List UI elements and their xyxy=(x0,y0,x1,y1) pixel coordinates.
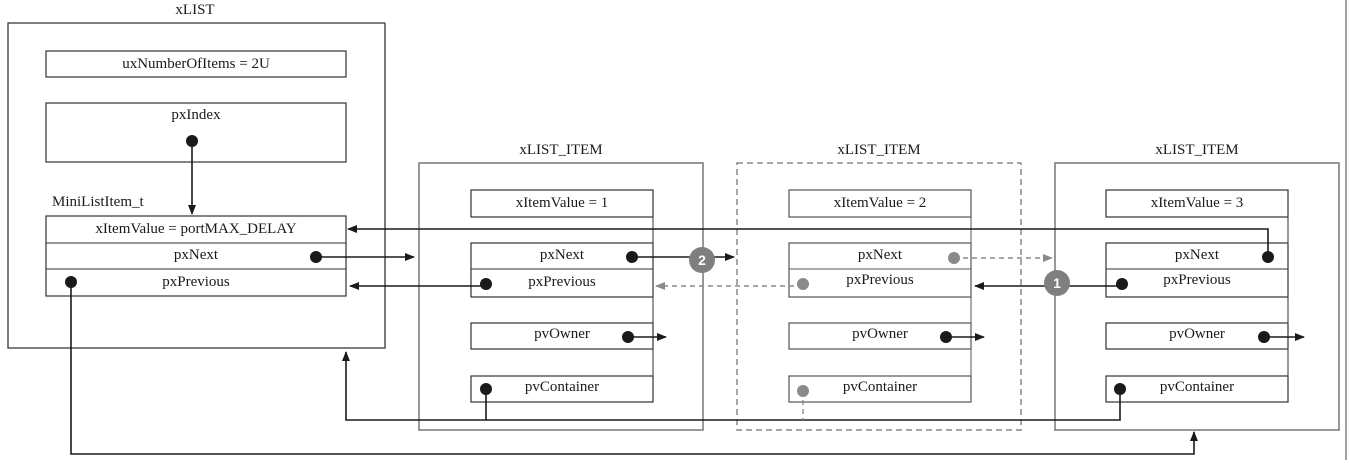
mini-previous-link xyxy=(70,282,1198,455)
step-badge-1 xyxy=(1044,270,1070,296)
step-badge-2-label: 2 xyxy=(698,252,706,268)
item2-container-box xyxy=(788,375,972,403)
item2-container: pvContainer xyxy=(842,379,918,395)
item2-owner: pvOwner xyxy=(852,326,908,342)
xlist-frame xyxy=(7,22,386,349)
item3-owner: pvOwner xyxy=(1169,326,1225,342)
item3-value-box xyxy=(1105,189,1289,218)
item1-owner: pvOwner xyxy=(534,326,590,342)
item3-container-link xyxy=(486,389,1121,421)
item2-owner-box xyxy=(788,322,972,350)
item2-links-box xyxy=(788,242,972,298)
item1-previous: pxPrevious xyxy=(528,274,596,290)
item3-container: pvContainer xyxy=(1159,379,1235,395)
item3-next: pxNext xyxy=(1174,247,1220,263)
item1-previous-dot xyxy=(480,278,492,290)
item1-owner-box xyxy=(470,322,654,350)
item3-title: xLIST_ITEM xyxy=(1155,142,1239,158)
item2-next: pxNext xyxy=(857,247,903,263)
item2-value-box xyxy=(788,189,972,218)
item2-previous: pxPrevious xyxy=(846,272,914,288)
item3-links-box xyxy=(1105,242,1289,298)
px-index-box xyxy=(45,102,347,163)
item3-frame xyxy=(1054,162,1340,431)
item3-previous-dot xyxy=(1116,278,1128,290)
item1-container-link xyxy=(342,351,487,421)
item1-container: pvContainer xyxy=(524,379,600,395)
px-index-label: pxIndex xyxy=(171,107,221,123)
step-badge-2 xyxy=(689,247,715,273)
mini-next-label: pxNext xyxy=(173,247,219,263)
item2-frame xyxy=(736,162,1022,431)
item1-next: pxNext xyxy=(539,247,585,263)
item3-next-link xyxy=(347,225,1269,257)
item1-value: xItemValue = 1 xyxy=(515,195,609,211)
item1-container-box xyxy=(470,375,654,403)
xlist-title: xLIST xyxy=(175,2,215,18)
item1-value-box xyxy=(470,189,654,218)
item1-title: xLIST_ITEM xyxy=(519,142,603,158)
item1-links-box xyxy=(470,242,654,298)
item3-previous: pxPrevious xyxy=(1163,272,1231,288)
number-of-items-label: uxNumberOfItems = 2U xyxy=(122,56,270,72)
item3-container-box xyxy=(1105,375,1289,403)
item3-value: xItemValue = 3 xyxy=(1150,195,1244,211)
item1-frame xyxy=(418,162,704,431)
mini-list-item-title: MiniListItem_t xyxy=(52,194,144,210)
item2-value: xItemValue = 2 xyxy=(833,195,927,211)
item2-previous-dot xyxy=(797,278,809,290)
mini-previous-label: pxPrevious xyxy=(162,274,230,290)
item3-owner-box xyxy=(1105,322,1289,350)
mini-item-value-label: xItemValue = portMAX_DELAY xyxy=(95,221,297,237)
item2-title: xLIST_ITEM xyxy=(837,142,921,158)
mini-list-item-box xyxy=(45,215,347,297)
number-of-items-box xyxy=(45,50,347,78)
step-badge-1-label: 1 xyxy=(1053,275,1061,291)
